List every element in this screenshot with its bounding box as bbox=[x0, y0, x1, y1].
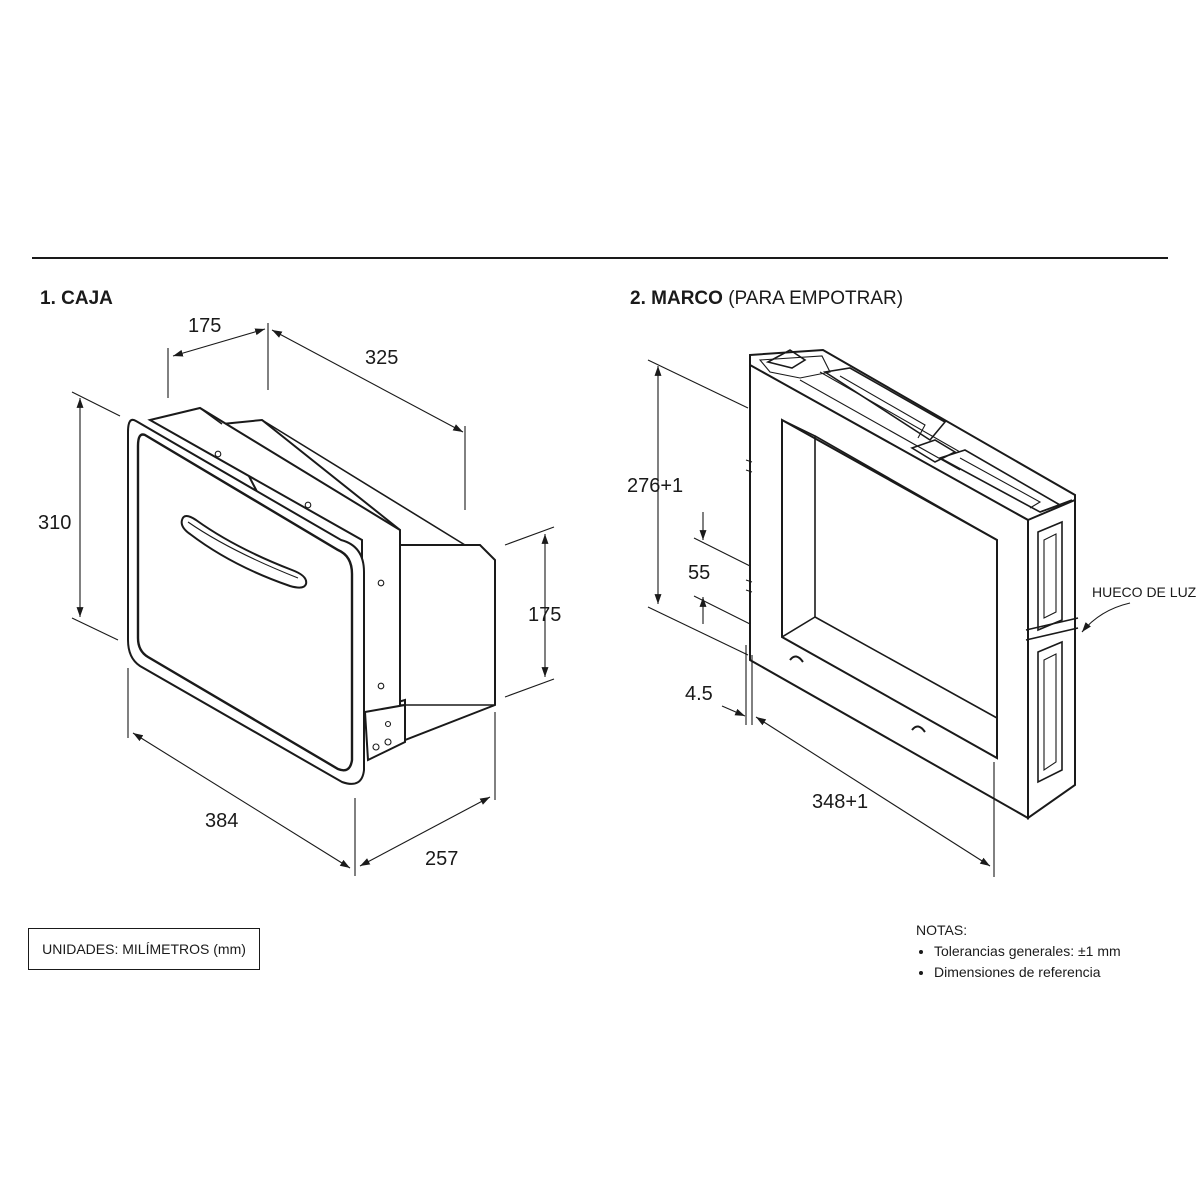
marco-title: 2. MARCO (PARA EMPOTRAR) bbox=[630, 288, 903, 309]
marco-side-face bbox=[1027, 498, 1076, 820]
dim-line-4-5 bbox=[721, 705, 746, 717]
dim-line-325 bbox=[271, 329, 464, 433]
dim-line-175-top bbox=[172, 328, 266, 357]
marco-side-channel-top bbox=[1037, 520, 1063, 632]
dim-label-257: 257 bbox=[425, 848, 458, 870]
notes-block: NOTAS: Tolerancias generales: ±1 mm Dime… bbox=[916, 920, 1176, 983]
marco-side-channel-bottom bbox=[1037, 640, 1063, 784]
dim-line-257 bbox=[359, 796, 491, 867]
units-box: UNIDADES: MILÍMETROS (mm) bbox=[28, 928, 260, 970]
dim-label-384: 384 bbox=[205, 810, 238, 832]
notes-heading: NOTAS: bbox=[916, 922, 968, 938]
dim-label-325: 325 bbox=[365, 347, 398, 369]
hueco-de-luz-label: HUECO DE LUZ bbox=[1092, 584, 1197, 600]
dim-label-4-5: 4.5 bbox=[685, 683, 713, 705]
caja-handle bbox=[180, 515, 308, 589]
dim-label-310: 310 bbox=[38, 512, 71, 534]
dim-label-175-top: 175 bbox=[188, 315, 221, 337]
notes-list: Tolerancias generales: ±1 mm Dimensiones… bbox=[916, 941, 1176, 983]
caja-dimensions bbox=[71, 323, 555, 876]
dim-label-276: 276+1 bbox=[627, 475, 683, 497]
hueco-de-luz-leader bbox=[1081, 602, 1131, 633]
caja-box-drawing bbox=[127, 406, 496, 785]
marco-frame-drawing bbox=[745, 348, 1079, 820]
dim-label-175-side: 175 bbox=[528, 604, 561, 626]
dim-line-348 bbox=[755, 716, 991, 867]
note-item: Tolerancias generales: ±1 mm bbox=[934, 941, 1176, 962]
marco-window-outer bbox=[781, 418, 998, 760]
dim-label-55: 55 bbox=[688, 562, 710, 584]
dim-line-384 bbox=[132, 732, 351, 869]
caja-bracket bbox=[363, 703, 406, 762]
marco-dimensions bbox=[647, 359, 1131, 877]
caja-title: 1. CAJA bbox=[40, 288, 113, 309]
dim-label-348: 348+1 bbox=[812, 791, 868, 813]
note-item: Dimensiones de referencia bbox=[934, 962, 1176, 983]
